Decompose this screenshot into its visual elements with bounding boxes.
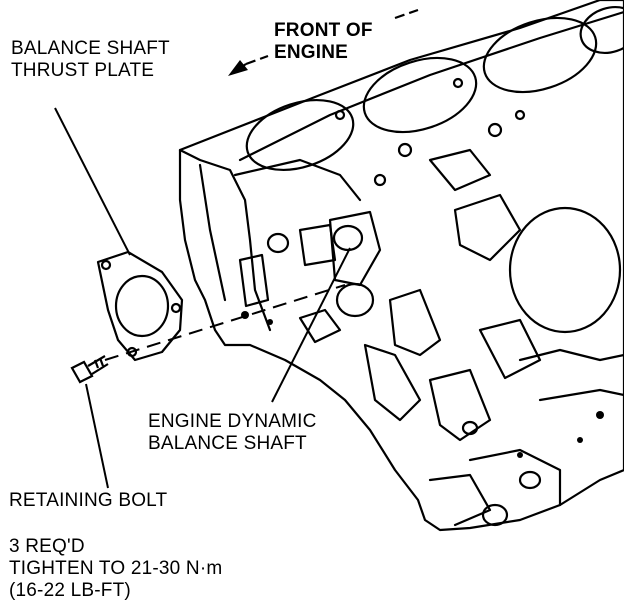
engine-block-outline: [178, 0, 624, 532]
cylinder-bore-2: [362, 56, 478, 134]
spec-line2: TIGHTEN TO 21-30 N·m: [9, 558, 223, 579]
leader-bolt: [85, 383, 109, 489]
thrust-plate: [96, 250, 184, 362]
deck-edge: [238, 10, 624, 162]
front-label-line1: FRONT OF: [274, 20, 373, 41]
thrust-plate-label: BALANCE SHAFT THRUST PLATE: [11, 38, 170, 82]
leader-balance-shaft: [271, 247, 351, 403]
thrust-plate-label-line1: BALANCE SHAFT: [11, 38, 170, 59]
main-bearing-bore: [508, 206, 622, 334]
cylinder-bore-3: [482, 16, 598, 94]
balance-shaft-boss: [332, 224, 364, 252]
spec-line1: 3 REQ'D: [9, 536, 85, 557]
balance-shaft-label-line1: ENGINE DYNAMIC: [148, 411, 317, 432]
front-face-edge: [178, 148, 272, 332]
front-of-engine-label: FRONT OF ENGINE: [274, 20, 373, 64]
arrowhead-icon: [228, 60, 248, 76]
balance-shaft-label: ENGINE DYNAMIC BALANCE SHAFT: [148, 411, 317, 455]
balance-shaft-label-line2: BALANCE SHAFT: [148, 433, 307, 454]
leader-thrust-plate: [54, 107, 131, 256]
torque-spec-label: 3 REQ'D TIGHTEN TO 21-30 N·m (16-22 LB-F…: [9, 536, 222, 602]
thrust-plate-label-line2: THRUST PLATE: [11, 60, 155, 81]
retaining-bolt-icon: [70, 355, 109, 384]
front-label-line2: ENGINE: [274, 42, 349, 63]
retaining-bolt-label: RETAINING BOLT: [9, 490, 168, 511]
alignment-line: [104, 284, 346, 361]
cylinder-bore-4: [579, 6, 624, 54]
spec-line3: (16-22 LB-FT): [9, 580, 131, 601]
cylinder-bore-1: [245, 99, 355, 171]
